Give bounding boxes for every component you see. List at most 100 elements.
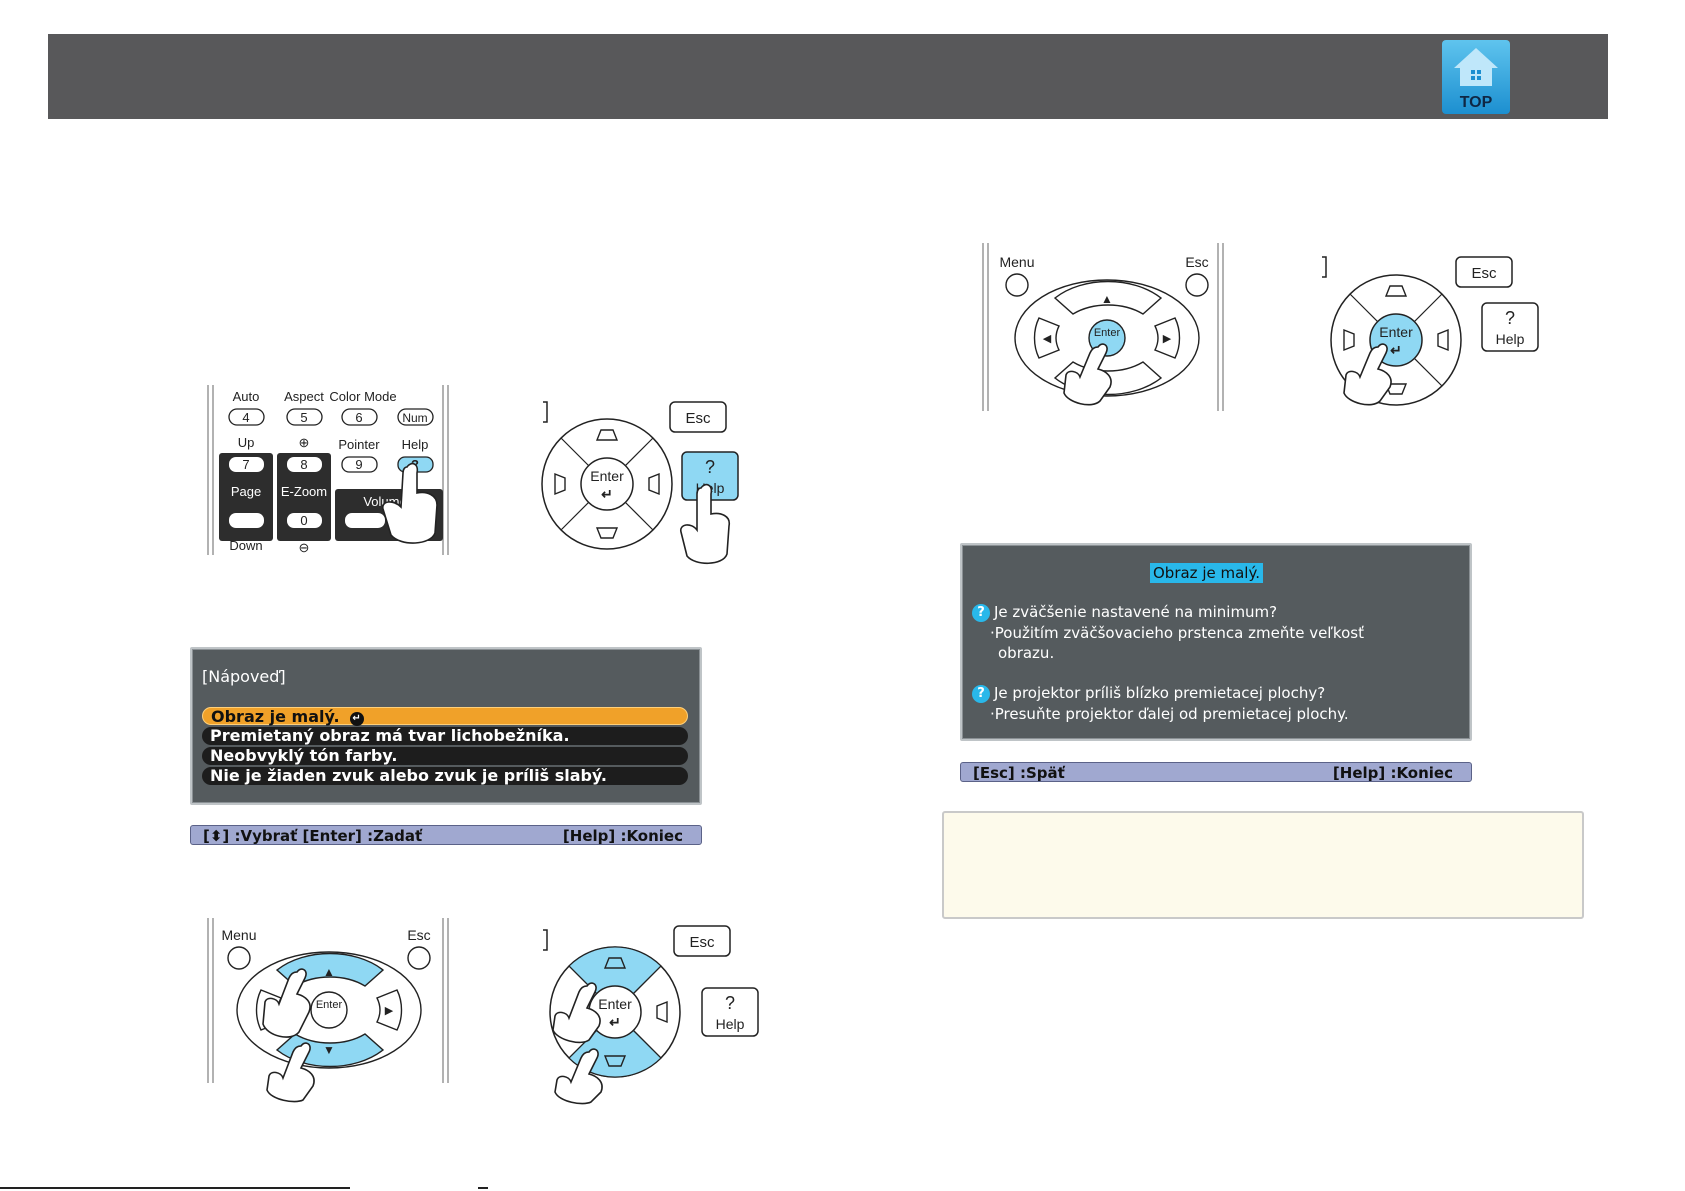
keystone-down-icon: [1384, 383, 1408, 395]
pointing-hand-icon: [266, 1042, 315, 1103]
svg-text:Help: Help: [1496, 331, 1525, 347]
key-label-aspect: Aspect: [284, 389, 324, 404]
right-key[interactable]: ▶: [1154, 317, 1181, 359]
key-5[interactable]: 5: [286, 408, 323, 426]
help-menu-title: [Nápoveď]: [202, 667, 286, 686]
question-1: ?Je zväčšenie nastavené na minimum?: [972, 603, 1277, 622]
key-0[interactable]: 0: [287, 513, 322, 528]
key-num[interactable]: Num: [397, 408, 434, 426]
svg-text:Enter: Enter: [590, 468, 624, 484]
help-menu-status-bar: [⬍] :Vybrať [Enter] :Zadať [Help] :Konie…: [190, 825, 702, 845]
svg-text:▶: ▶: [385, 1005, 394, 1017]
esc-label: Esc: [1185, 254, 1208, 270]
esc-key[interactable]: Esc: [669, 401, 727, 433]
svg-text:◀: ◀: [1043, 333, 1052, 345]
header-bar: [48, 34, 1608, 119]
esc-key[interactable]: [1185, 273, 1209, 297]
menu-key[interactable]: [1005, 273, 1029, 297]
svg-text:Esc: Esc: [689, 934, 715, 951]
svg-text:↵: ↵: [1390, 342, 1402, 358]
remote-arrows-figure: Menu Esc ▲ ▼ ◀ ▶ Enter: [205, 918, 455, 1108]
help-button[interactable]: ? Help: [701, 987, 759, 1037]
answer-1-line-1: ·Použitím zväčšovacieho prstenca zmeňte …: [990, 624, 1364, 642]
footer-tick: [478, 1187, 488, 1189]
svg-text:?: ?: [725, 993, 735, 1013]
svg-text:Help: Help: [716, 1016, 745, 1032]
status-right: [Help] :Koniec: [562, 827, 683, 845]
key-label-color-mode: Color Mode: [329, 389, 396, 404]
key-8[interactable]: 8: [287, 457, 322, 472]
keystone-right-icon: [656, 1000, 668, 1024]
help-button[interactable]: ? Help: [1481, 302, 1539, 352]
page-key[interactable]: [229, 513, 264, 528]
key-label-auto: Auto: [233, 389, 260, 404]
keystone-left-icon: [554, 472, 566, 496]
help-menu-item[interactable]: Neobvyklý tón farby.: [202, 747, 688, 765]
top-label: TOP: [1459, 94, 1493, 111]
esc-key[interactable]: Esc: [1455, 256, 1513, 288]
help-menu-item[interactable]: Nie je žiaden zvuk alebo zvuk je príliš …: [202, 767, 688, 785]
help-menu-item[interactable]: Obraz je malý.↵: [202, 707, 688, 726]
enter-icon: ↵: [349, 712, 364, 726]
keystone-down-icon: [595, 527, 619, 539]
key-7[interactable]: 7: [229, 457, 264, 472]
keystone-up-icon: [603, 957, 627, 969]
answer-2: ·Presuňte projektor ďalej od premietacej…: [990, 705, 1349, 723]
panel-enter-figure: Esc Enter↵ ?Help: [1312, 245, 1562, 430]
svg-text:Esc: Esc: [685, 410, 711, 427]
svg-text:9: 9: [355, 457, 362, 472]
svg-text:Enter: Enter: [316, 999, 343, 1011]
menu-label: Menu: [999, 254, 1034, 270]
svg-text:4: 4: [242, 410, 249, 425]
keystone-up-icon: [595, 429, 619, 441]
status-left: [Esc] :Späť: [973, 764, 1065, 782]
keystone-left-icon: [1343, 328, 1355, 352]
right-key[interactable]: ▶: [376, 989, 403, 1031]
svg-text:▶: ▶: [1163, 333, 1172, 345]
enter-button[interactable]: Enter↵: [580, 457, 634, 511]
svg-text:5: 5: [300, 410, 307, 425]
key-6[interactable]: 6: [341, 408, 378, 426]
menu-label: Menu: [221, 927, 256, 943]
zoom-out-icon: ⊖: [299, 540, 310, 555]
enter-key[interactable]: Enter: [310, 991, 348, 1029]
keystone-up-icon: [1384, 285, 1408, 297]
status-left: [⬍] :Vybrať [Enter] :Zadať: [203, 827, 423, 845]
panel-help-figure: Esc Enter↵ ?Help: [535, 392, 765, 577]
key-4[interactable]: 4: [228, 408, 265, 426]
enter-button[interactable]: Enter ↵: [588, 985, 642, 1039]
esc-key[interactable]: Esc: [673, 925, 731, 957]
svg-text:Enter: Enter: [598, 996, 632, 1012]
key-label-ezoom: E-Zoom: [281, 484, 327, 499]
pointing-hand-icon: [1343, 343, 1392, 406]
help-detail-status-bar: [Esc] :Späť [Help] :Koniec: [960, 762, 1472, 782]
svg-text:↵: ↵: [609, 1014, 621, 1030]
question-2: ?Je projektor príliš blízko premietacej …: [972, 684, 1325, 703]
home-icon: [1454, 48, 1498, 86]
remote-help-figure: Auto Aspect Color Mode 4 5 6 Num Up ⊕ Po…: [205, 385, 455, 560]
svg-text:▲: ▲: [1101, 292, 1113, 306]
svg-text:▲: ▲: [323, 965, 335, 979]
svg-text:?: ?: [705, 457, 715, 477]
esc-key[interactable]: [407, 946, 431, 970]
svg-text:?: ?: [1505, 308, 1515, 328]
help-detail-screen: Obraz je malý. ?Je zväčšenie nastavené n…: [960, 543, 1472, 741]
top-button[interactable]: TOP: [1442, 40, 1510, 114]
help-menu-item[interactable]: Premietaný obraz má tvar lichobežníka.: [202, 727, 688, 745]
keystone-right-icon: [648, 472, 660, 496]
svg-text:8: 8: [300, 457, 307, 472]
key-9[interactable]: 9: [341, 456, 378, 473]
menu-key[interactable]: [227, 946, 251, 970]
volume-down-key[interactable]: [345, 513, 385, 528]
left-key[interactable]: ◀: [1033, 317, 1060, 359]
pointing-hand-icon: [680, 483, 731, 565]
key-label-pointer: Pointer: [338, 437, 380, 452]
svg-text:▼: ▼: [323, 1043, 335, 1057]
status-right: [Help] :Koniec: [1332, 764, 1453, 782]
up-key[interactable]: ▲: [1053, 280, 1163, 315]
footer-rule: [0, 1187, 350, 1189]
up-key[interactable]: [568, 946, 662, 1013]
help-menu-screen: [Nápoveď] Obraz je malý.↵ Premietaný obr…: [190, 647, 702, 805]
keystone-down-icon: [603, 1055, 627, 1067]
key-label-help: Help: [402, 437, 429, 452]
